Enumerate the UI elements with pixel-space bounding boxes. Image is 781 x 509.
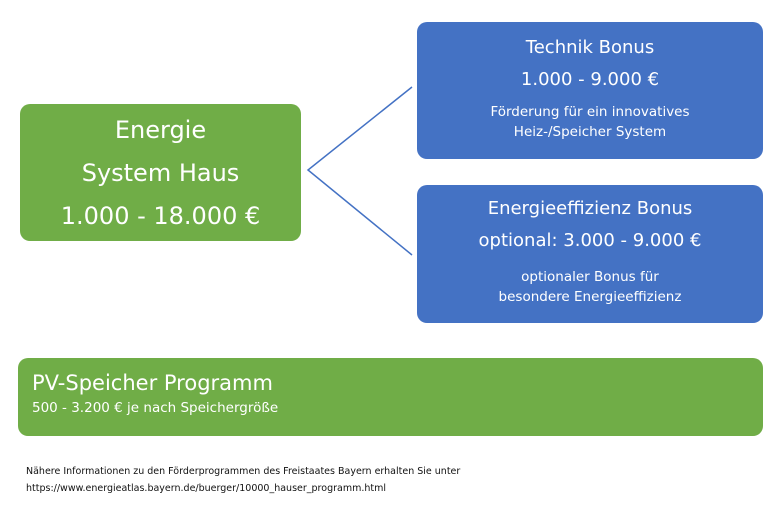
footer-line1: Nähere Informationen zu den Förderprogra… bbox=[26, 466, 461, 477]
effizienz-amount: optional: 3.000 - 9.000 € bbox=[478, 230, 702, 251]
effizienz-desc1: optionaler Bonus für bbox=[521, 269, 659, 285]
pv-desc: 500 - 3.200 € je nach Speichergröße bbox=[32, 400, 279, 416]
effizienz-title: Energieeffizienz Bonus bbox=[487, 198, 693, 219]
technik-desc2: Heiz-/Speicher System bbox=[513, 124, 667, 140]
main-amount: 1.000 - 18.000 € bbox=[60, 202, 261, 230]
technik-desc1: Förderung für ein innovatives bbox=[490, 104, 690, 120]
energieeffizienz-bonus-box: Energieeffizienz Bonus optional: 3.000 -… bbox=[417, 185, 763, 323]
energie-system-haus-box: Energie System Haus 1.000 - 18.000 € bbox=[20, 104, 301, 241]
technik-bonus-box: Technik Bonus 1.000 - 9.000 € Förderung … bbox=[417, 22, 763, 159]
effizienz-desc2: besondere Energieeffizienz bbox=[498, 289, 682, 305]
connector-bracket bbox=[306, 86, 413, 256]
pv-title: PV-Speicher Programm bbox=[32, 371, 273, 395]
pv-speicher-box: PV-Speicher Programm 500 - 3.200 € je na… bbox=[18, 358, 763, 436]
footer-note: Nähere Informationen zu den Förderprogra… bbox=[26, 463, 460, 497]
main-line2: System Haus bbox=[81, 159, 240, 187]
footer-url: https://www.energieatlas.bayern.de/buerg… bbox=[26, 483, 386, 494]
technik-amount: 1.000 - 9.000 € bbox=[520, 69, 660, 90]
technik-title: Technik Bonus bbox=[525, 37, 655, 58]
main-line1: Energie bbox=[114, 116, 207, 144]
